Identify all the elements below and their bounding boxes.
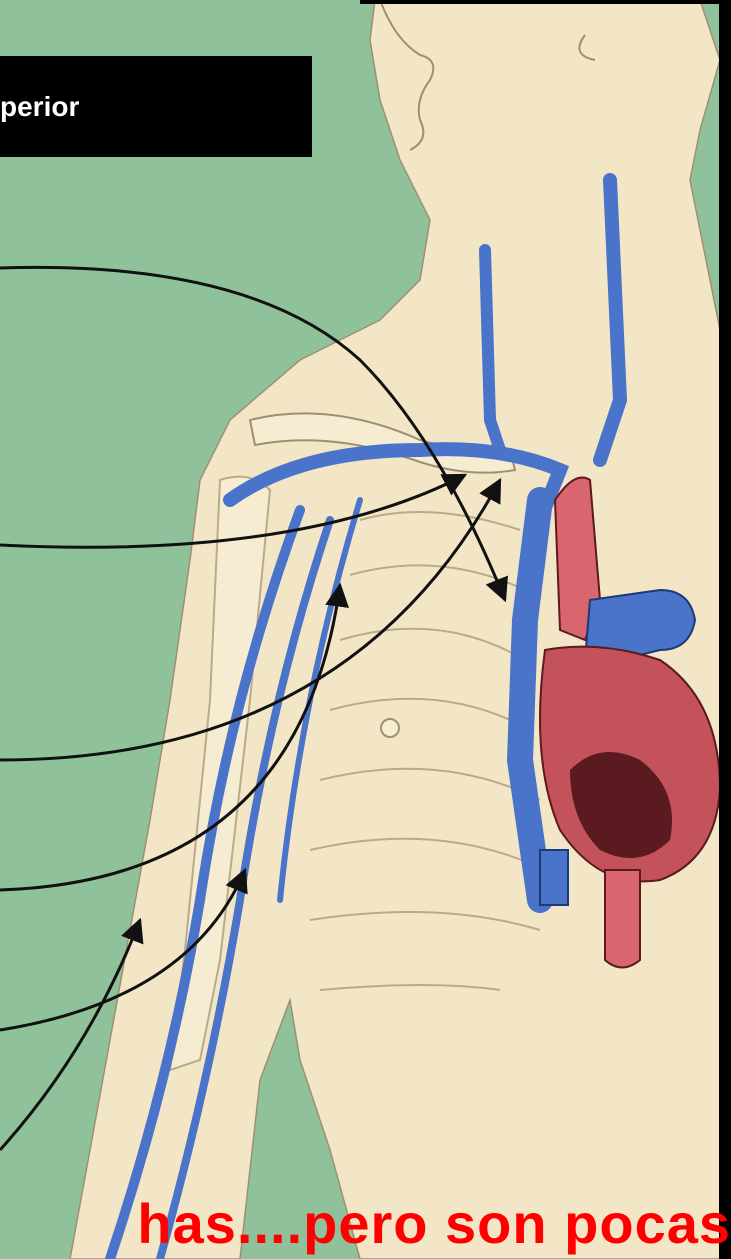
label-box: perior	[0, 56, 312, 157]
nipple	[381, 719, 399, 737]
frame-top-border	[360, 0, 731, 4]
label-text: perior	[0, 91, 79, 123]
descending-aorta	[605, 870, 640, 968]
frame-right-border	[719, 0, 731, 1259]
inferior-vena-cava	[540, 850, 568, 905]
caption-text: has....pero son pocas	[0, 1189, 731, 1259]
